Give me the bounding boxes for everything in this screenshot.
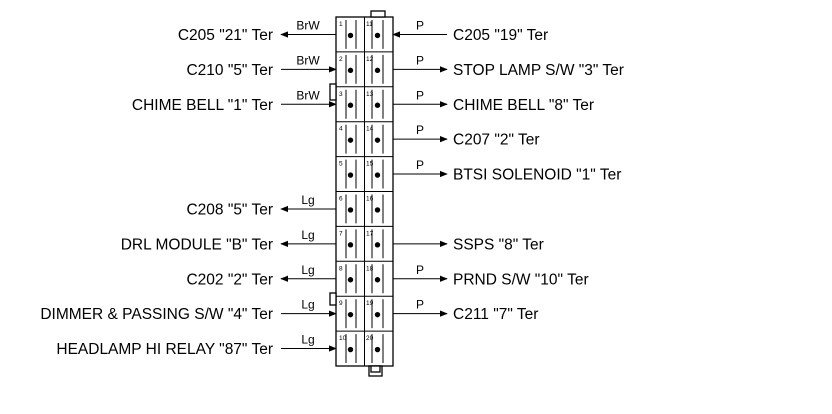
wire-color-code: Lg — [301, 333, 314, 347]
pin-number-left: 3 — [339, 91, 343, 98]
wire-color-code: P — [416, 53, 424, 67]
terminal-dot — [374, 277, 381, 283]
terminal-dot — [347, 102, 354, 108]
terminal-dot — [374, 346, 381, 353]
terminal-dot — [347, 32, 354, 39]
pin-number-right: 16 — [366, 196, 374, 203]
wire-destination-label: BTSI SOLENOID "1" Ter — [453, 167, 621, 184]
terminal-dot — [374, 311, 381, 318]
terminal-dot — [347, 346, 354, 353]
pin-number-right: 13 — [366, 91, 374, 98]
left-wire: C205 "21" Ter BrW — [178, 18, 336, 44]
right-wire: STOP LAMP S/W "3" Ter P — [393, 53, 624, 79]
left-wire: C210 "5" Ter BrW — [186, 53, 337, 79]
terminal-dot — [347, 242, 354, 248]
pin-number-right: 14 — [366, 126, 374, 133]
wire-destination-label: C202 "2" Ter — [186, 271, 273, 288]
wire-color-code: P — [416, 88, 424, 102]
terminal-dot — [374, 102, 381, 108]
wire-destination-label: CHIME BELL "8" Ter — [453, 97, 594, 114]
wire-destination-label: C211 "7" Ter — [453, 306, 538, 323]
wire-color-code: P — [416, 18, 424, 32]
left-wire: DRL MODULE "B" Ter Lg — [121, 228, 336, 253]
terminal-dot — [347, 67, 354, 74]
pin-number-right: 11 — [366, 21, 373, 28]
terminal-dot — [347, 137, 354, 143]
terminal-dot — [374, 67, 381, 74]
right-wire: C205 "19" Ter P — [392, 18, 548, 44]
wire-destination-label: CHIME BELL "1" Ter — [132, 97, 273, 114]
pin-number-left: 2 — [339, 56, 343, 63]
pin-number-right: 18 — [366, 265, 374, 272]
pin-number-right: 17 — [366, 230, 374, 237]
pin-number-left: 10 — [339, 335, 347, 342]
wire-destination-label: DRL MODULE "B" Ter — [121, 236, 273, 253]
wire-destination-label: C207 "2" Ter — [453, 132, 540, 149]
pin-number-right: 19 — [366, 300, 374, 307]
pin-number-left: 8 — [339, 265, 343, 272]
wire-destination-label: C210 "5" Ter — [186, 62, 273, 79]
terminal-dot — [347, 311, 354, 318]
terminal-dot — [347, 277, 354, 283]
pin-number-left: 5 — [339, 161, 343, 168]
pin-number-left: 6 — [339, 196, 343, 203]
wire-destination-label: DIMMER & PASSING S/W "4" Ter — [40, 306, 273, 323]
right-wire: PRND S/W "10" Ter P — [393, 263, 589, 288]
pin-number-left: 9 — [339, 300, 343, 307]
connector-body — [329, 10, 394, 377]
terminal-dot — [347, 207, 354, 213]
right-wire: C211 "7" Ter P — [393, 298, 538, 323]
wire-color-code: P — [416, 158, 424, 172]
wire-destination-label: C205 "21" Ter — [178, 27, 273, 44]
wire-destination-label: STOP LAMP S/W "3" Ter — [453, 62, 624, 79]
terminal-dot — [374, 32, 381, 39]
terminal-dot — [374, 242, 381, 248]
right-wire: BTSI SOLENOID "1" Ter P — [393, 158, 621, 184]
pin-number-left: 4 — [339, 126, 343, 133]
pin-number-right: 12 — [366, 56, 374, 63]
wire-color-code: BrW — [296, 53, 320, 67]
terminal-dot — [374, 172, 381, 178]
wire-color-code: P — [416, 298, 424, 312]
wire-destination-label: C208 "5" Ter — [186, 201, 273, 218]
left-wire: C202 "2" Ter Lg — [186, 263, 336, 288]
right-wire: C207 "2" Ter P — [393, 123, 540, 149]
pin-number-right: 15 — [366, 161, 374, 168]
pin-number-right: 20 — [366, 335, 374, 342]
wire-destination-label: PRND S/W "10" Ter — [453, 271, 589, 288]
wire-color-code: Lg — [301, 193, 314, 207]
left-wire: C208 "5" Ter Lg — [186, 193, 336, 218]
wire-color-code: P — [416, 263, 424, 277]
wire-color-code: P — [416, 123, 424, 137]
wire-destination-label: SSPS "8" Ter — [453, 236, 544, 253]
pin-number-left: 1 — [339, 21, 343, 28]
terminal-dot — [374, 137, 381, 143]
wire-color-code: BrW — [296, 18, 320, 32]
pin-number-left: 7 — [339, 230, 343, 237]
wire-color-code: Lg — [301, 298, 314, 312]
right-wire: CHIME BELL "8" Ter P — [393, 88, 594, 114]
wire-color-code: BrW — [296, 88, 320, 102]
left-wire: HEADLAMP HI RELAY "87" Ter Lg — [56, 333, 337, 358]
right-wire: SSPS "8" Ter — [393, 236, 544, 253]
left-wire: CHIME BELL "1" Ter BrW — [132, 88, 337, 114]
left-wire: DIMMER & PASSING S/W "4" Ter Lg — [40, 298, 337, 323]
terminal-dot — [347, 172, 354, 178]
wire-destination-label: HEADLAMP HI RELAY "87" Ter — [56, 341, 273, 358]
wire-color-code: Lg — [301, 228, 314, 242]
wire-color-code: Lg — [301, 263, 314, 277]
wire-destination-label: C205 "19" Ter — [453, 27, 548, 44]
terminal-dot — [374, 207, 381, 213]
